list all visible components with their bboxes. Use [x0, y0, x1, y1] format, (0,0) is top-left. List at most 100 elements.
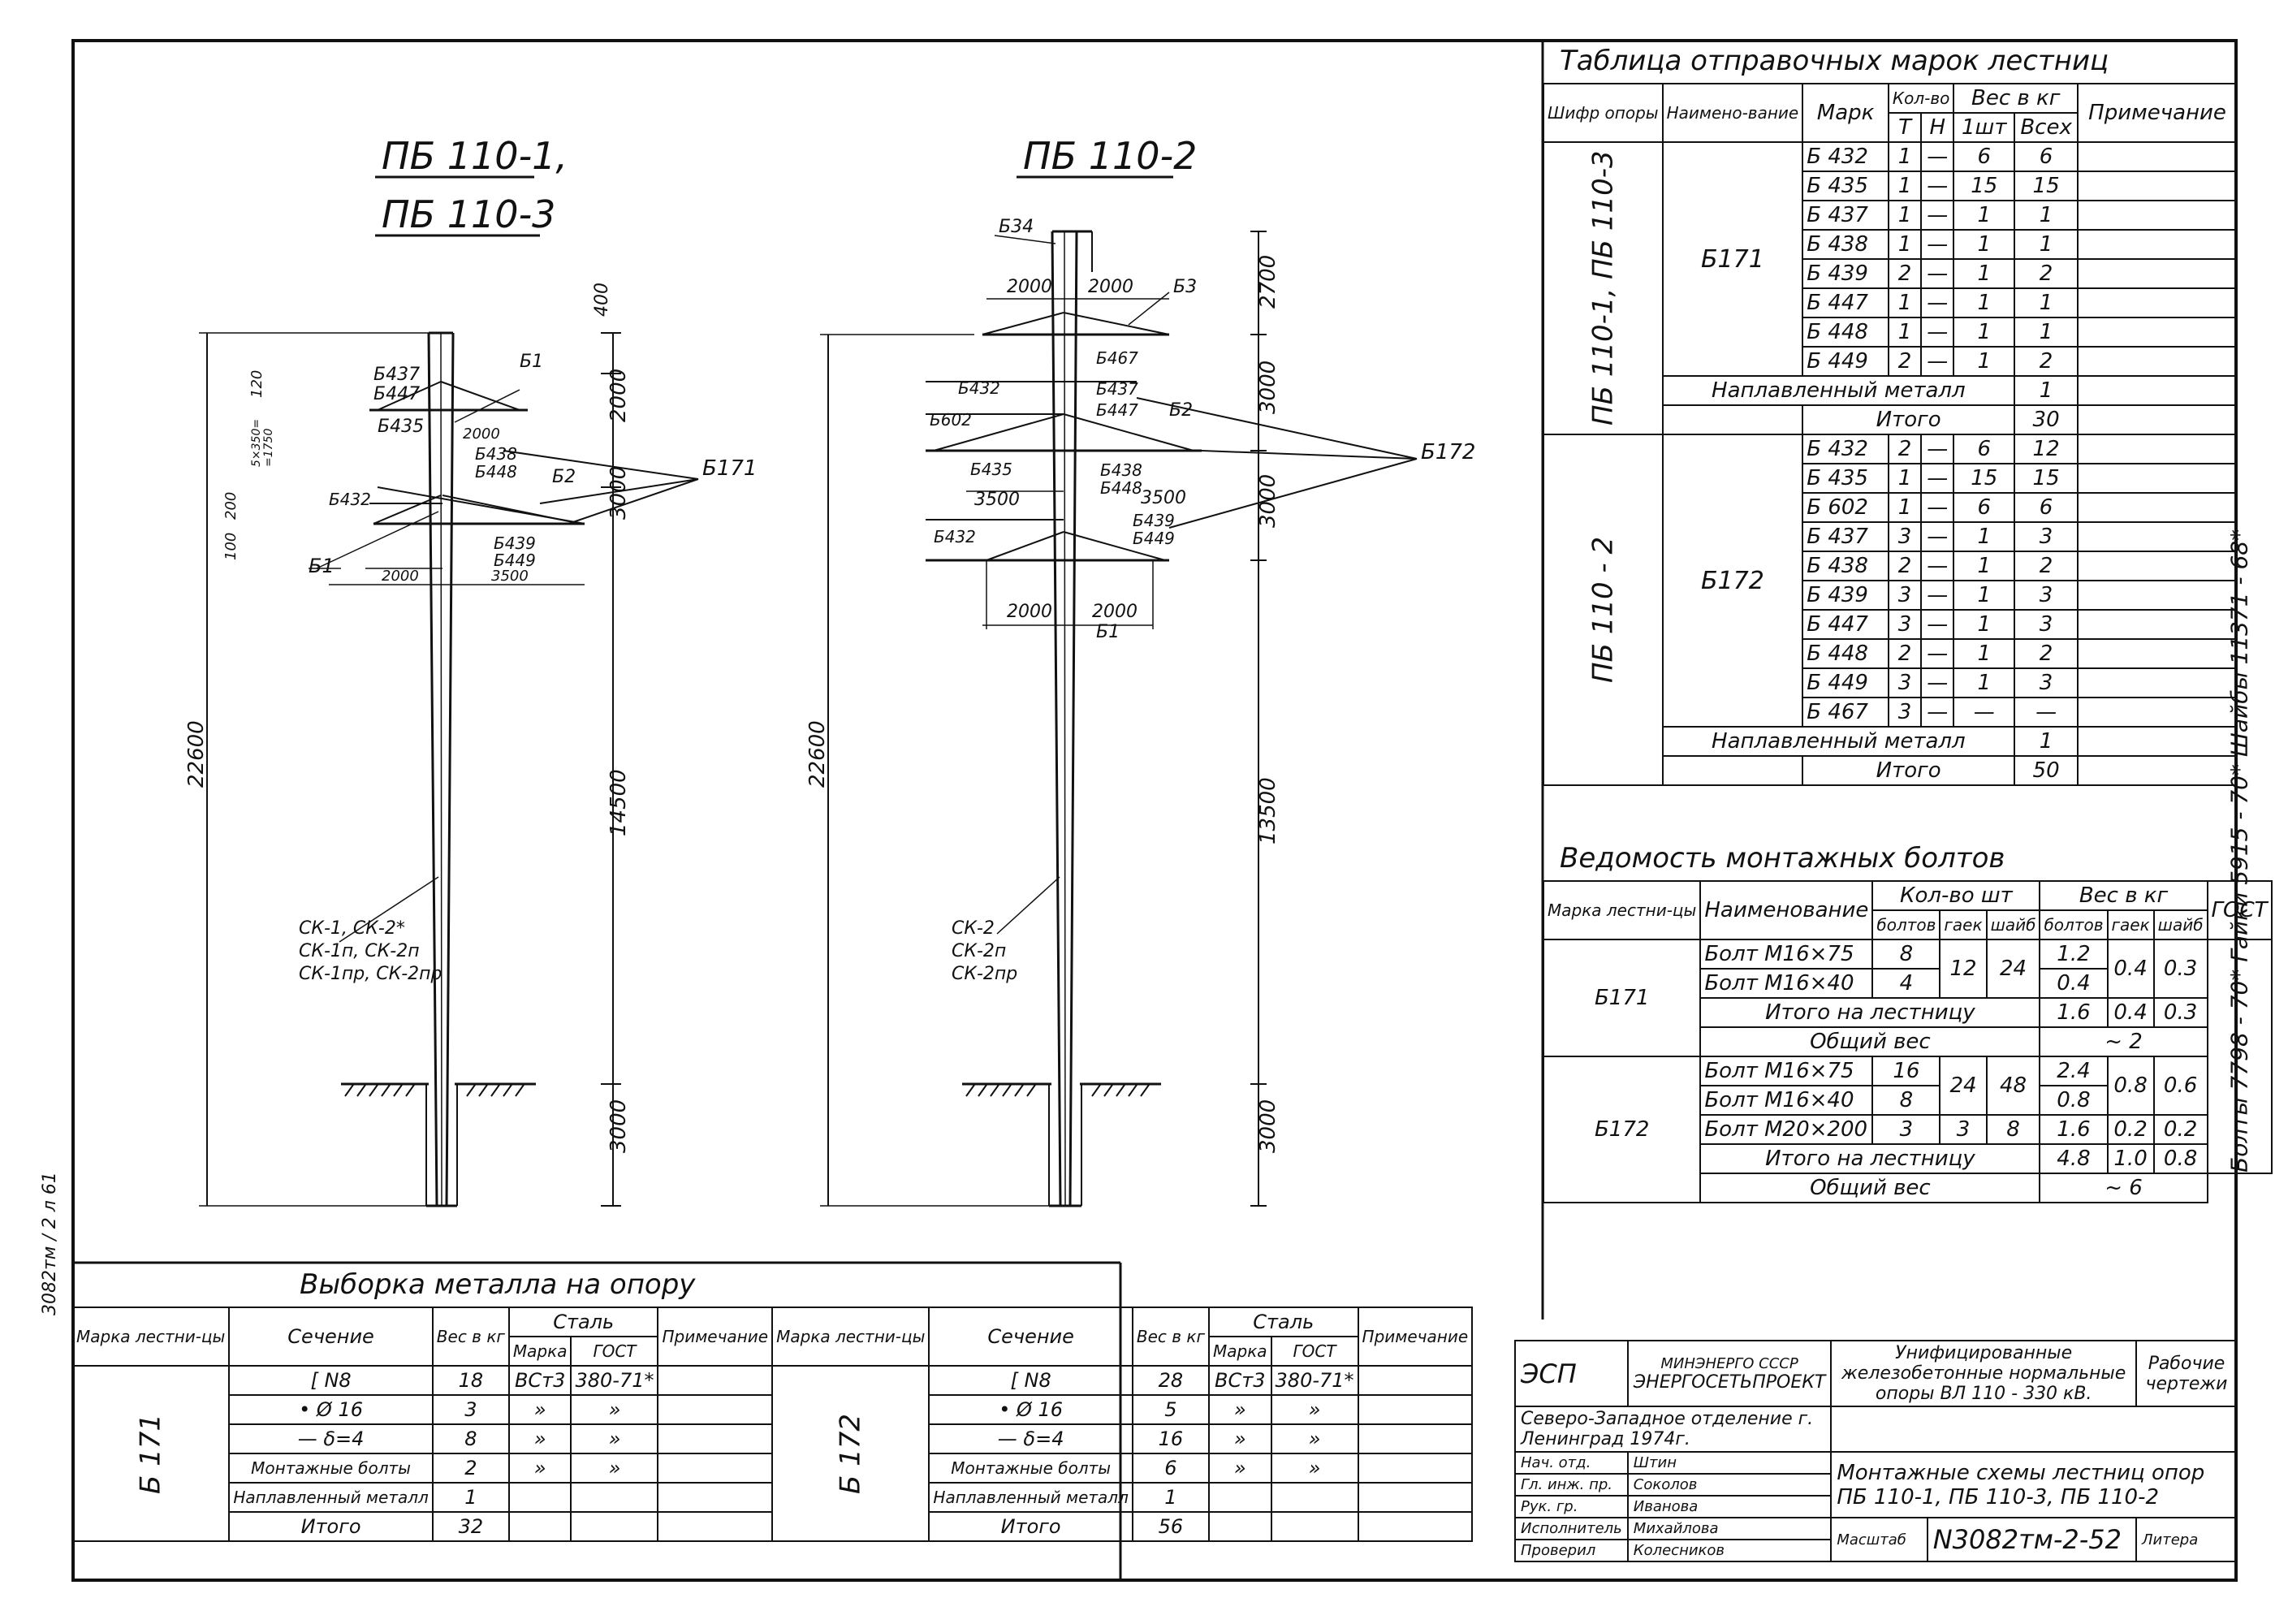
bolt-g1-r1-name: Болт М16×75	[1699, 939, 1874, 970]
ladder-g2-cell: 2	[2014, 551, 2079, 581]
ladder-g1-cell: 1	[1953, 229, 2016, 260]
ladder-g1-cell: 2	[1887, 346, 1923, 377]
metal-right-cell: 5	[1131, 1394, 1210, 1425]
label-sk2: СК-2	[952, 918, 995, 939]
metal-note-cell	[1357, 1394, 1474, 1425]
ladder-g2-cell: 3	[1887, 697, 1923, 728]
bolt-g2-total-label: Итого на лестницу	[1699, 1143, 2041, 1174]
ladder-g2-cell: —	[1920, 463, 1955, 494]
ladder-table-title: Таблица отправочных марок лестниц	[1560, 45, 2109, 77]
bolt-g1-total-w: 0.3	[2152, 997, 2208, 1028]
ladder-note-cell	[2077, 580, 2238, 611]
dim-14500: 14500	[607, 769, 631, 836]
dim-3000: 3000	[607, 466, 631, 520]
ladder-g2-total-value: 50	[2014, 755, 2079, 786]
m-col-mark-r: Марка лестни-цы	[771, 1307, 930, 1367]
col-w-bolts: болтов	[2039, 909, 2109, 940]
label-b171: Б171	[702, 456, 757, 481]
metal-left-cell: [ N8	[228, 1365, 434, 1396]
m-col-gost-r: ГОСТ	[1270, 1336, 1359, 1367]
ladder-g1-cell: 1	[1953, 200, 2016, 231]
ladder-g2-cell: Б 439	[1802, 580, 1889, 611]
ladder-g2-cell: 3	[2014, 667, 2079, 698]
ladder-note-cell	[2077, 463, 2238, 494]
ladder-g1-cell: —	[1920, 258, 1955, 289]
m-col-brand-l: Марка	[507, 1336, 572, 1367]
stamp-branch-text: Северо-Западное отделение г. Ленинград	[1521, 1409, 1814, 1449]
ladder-g1-shifr: ПБ 110-1, ПБ 110-3	[1543, 142, 1663, 434]
dim-22600-b: 22600	[805, 720, 830, 788]
tower-1-labels: 400 2000 3000 14500 3000 22600 2000 2000…	[184, 283, 757, 1153]
dim-2000-a: 2000	[1007, 277, 1052, 297]
m-col-steel-l: Сталь	[507, 1307, 659, 1337]
ladder-note-cell	[2077, 317, 2238, 348]
metal-right-cell	[1270, 1482, 1359, 1513]
ladder-marks-table: Таблица отправочных марок лестниц Шифр о…	[1543, 39, 2238, 786]
ladder-g2-cell: 3	[1887, 609, 1923, 640]
ladder-g2-cell: 2	[1887, 434, 1923, 464]
ladder-g2-cell: 2	[1887, 638, 1923, 669]
m-col-brand-r: Марка	[1207, 1336, 1272, 1367]
ladder-g2-cell: —	[2014, 697, 2079, 728]
metal-left-cell: 18	[431, 1365, 510, 1396]
metal-right-cell: 6	[1131, 1453, 1210, 1484]
col-w-nuts: гаек	[2106, 909, 2155, 940]
metal-left-mark: Б 171	[72, 1366, 230, 1541]
ladder-g2-cell: —	[1920, 667, 1955, 698]
col-note: Примечание	[2077, 83, 2238, 143]
metal-left-cell: ВСт3	[507, 1365, 572, 1396]
dim-2700: 2700	[1256, 255, 1280, 309]
bolt-g1-r1-count: 8	[1871, 939, 1941, 970]
ladder-g1-name: Б171	[1661, 141, 1804, 377]
drawing-1-title-line2: ПБ 110-3	[382, 192, 555, 236]
bolt-g2-wash: 48	[1985, 1056, 2041, 1116]
metal-right-cell: Наплавленный металл	[928, 1482, 1133, 1513]
bolt-g2-nut: 24	[1939, 1056, 1988, 1116]
bolt-g2-wwash: 0.6	[2152, 1056, 2208, 1116]
col-bolt-weight: Вес в кг	[2039, 880, 2208, 911]
ladder-blank-cell	[1661, 755, 1804, 786]
dim-3000-c: 3000	[1256, 1099, 1280, 1153]
ladder-g2-cell: Б 435	[1802, 463, 1889, 494]
m-col-mark-l: Марка лестни-цы	[71, 1307, 231, 1367]
ladder-g2-cell: —	[1920, 638, 1955, 669]
col-one: 1шт	[1953, 112, 2016, 143]
ladder-blank-cell	[1661, 404, 1804, 435]
metal-right-cell: »	[1207, 1453, 1272, 1484]
ladder-note-cell	[2077, 346, 2238, 377]
bolt-g2-r1-count: 16	[1871, 1056, 1941, 1086]
ladder-g1-cell: Б 435	[1802, 171, 1889, 201]
metal-left-cell: »	[507, 1453, 572, 1484]
dim-13500: 13500	[1256, 777, 1280, 844]
label-sk2: СК-1п, СК-2п	[299, 941, 420, 961]
metal-note-cell	[657, 1394, 774, 1425]
col-t: Т	[1887, 112, 1923, 143]
metal-left-cell: »	[507, 1394, 572, 1425]
label-b432-lower: Б432	[934, 527, 976, 546]
bolt-g2-total-b: 4.8	[2039, 1143, 2109, 1174]
m-col-section-l: Сечение	[228, 1307, 434, 1367]
ladder-g1-cell: 15	[2014, 171, 2079, 201]
metal-left-cell: 3	[431, 1394, 510, 1425]
ladder-g1-cell: Б 439	[1802, 258, 1889, 289]
dim-3500: 3500	[491, 568, 529, 585]
ladder-g2-cell: 3	[1887, 580, 1923, 611]
bolt-g2-mark: Б172	[1542, 1056, 1702, 1203]
dim-3000-bottom: 3000	[607, 1099, 631, 1153]
label-b438: Б438	[475, 444, 517, 464]
ladder-g2-cell: —	[1920, 551, 1955, 581]
label-b602: Б602	[930, 410, 972, 430]
ladder-g1-cell: —	[1920, 200, 1955, 231]
bolt-spacing-1: 5×350=	[250, 419, 263, 467]
ladder-g1-total-label: Итого	[1802, 404, 2016, 435]
stamp-branch: Северо-Западное отделение г. Ленинград 1…	[1513, 1406, 1833, 1453]
ladder-note-cell	[2077, 200, 2238, 231]
ladder-g2-cell: Б 432	[1802, 434, 1889, 464]
ladder-g2-cell: 1	[1887, 492, 1923, 523]
